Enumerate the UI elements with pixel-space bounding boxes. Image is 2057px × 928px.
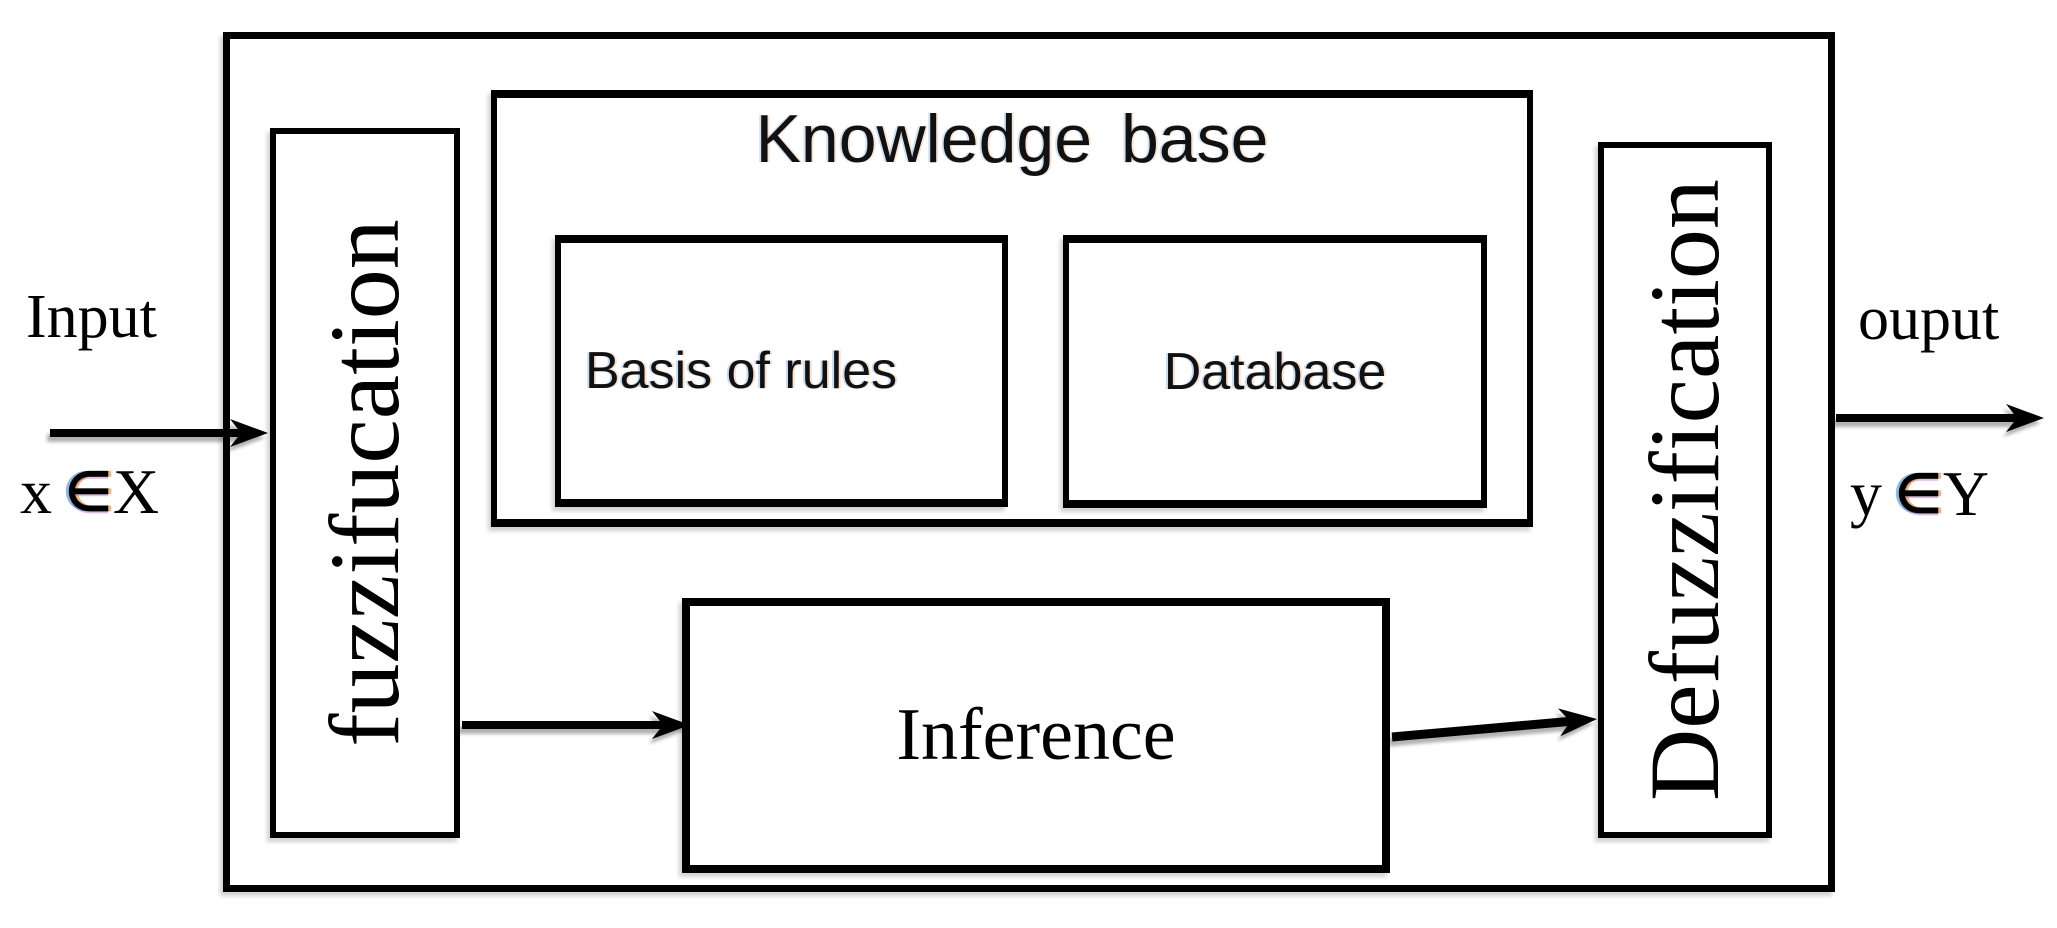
input-set: X [112, 456, 160, 527]
fuzzification-to-inference-arrow [462, 711, 690, 739]
basis-of-rules-label: Basis of rules [585, 342, 898, 400]
element-of-symbol: ∈ [1895, 463, 1942, 524]
inference-box: Inference [682, 598, 1390, 873]
output-variable-expression: y∈Y [1850, 462, 1989, 526]
inference-label: Inference [896, 694, 1176, 776]
database-box: Database [1063, 235, 1487, 508]
input-label: Input [26, 283, 157, 351]
element-of-symbol: ∈ [65, 461, 112, 522]
output-set: Y [1942, 458, 1990, 529]
output-label: ouput [1858, 285, 2000, 353]
input-variable: x [20, 456, 52, 527]
basis-of-rules-box: Basis of rules [555, 235, 1008, 507]
inference-to-defuzzification-arrow [1391, 708, 1597, 742]
output-arrow [1836, 404, 2044, 432]
database-label: Database [1163, 342, 1387, 401]
defuzzification-box: Defuzzification [1598, 142, 1772, 838]
input-variable-expression: x∈X [20, 460, 159, 524]
input-arrow [50, 419, 268, 447]
fuzzification-box: fuzzifucation [270, 128, 460, 838]
knowledge-base-title: Knowledge base [755, 101, 1269, 177]
output-variable: y [1850, 458, 1882, 529]
